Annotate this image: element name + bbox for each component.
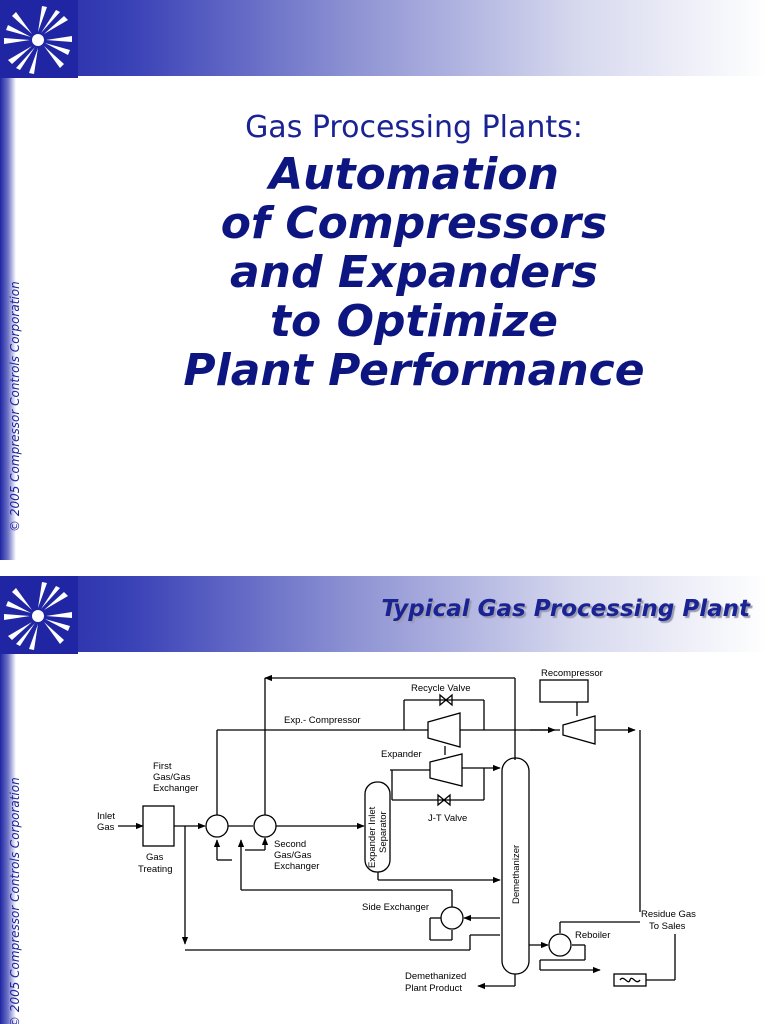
label-gas-gas-2: Gas/Gas [274, 850, 312, 861]
title-line-3: and Expanders [229, 247, 598, 298]
gas-treating-unit [142, 805, 175, 847]
label-jt-valve: J-T Valve [428, 813, 467, 824]
label-recompressor: Recompressor [541, 668, 603, 679]
expander [429, 753, 463, 787]
label-exchanger: Exchanger [153, 783, 198, 794]
header-banner [0, 0, 768, 76]
slide-heading: Typical Gas Processing Plant [381, 596, 750, 622]
label-demethanized: Demethanized [405, 971, 466, 982]
second-exchanger [253, 814, 277, 838]
label-demethanizer: Demethanizer [511, 845, 522, 904]
label-plant-product: Plant Product [405, 983, 462, 994]
label-second: Second [274, 839, 306, 850]
label-gas-gas: Gas/Gas [153, 772, 191, 783]
label-residue-gas: Residue Gas [641, 909, 696, 920]
label-separator: Separator [378, 811, 389, 853]
title-line-5: Plant Performance [183, 345, 645, 396]
side-exchanger [440, 906, 464, 930]
label-expander: Expander [381, 749, 422, 760]
label-reboiler: Reboiler [575, 930, 610, 941]
copyright-text: © 2005 Compressor Controls Corporation [8, 281, 22, 532]
label-gas: Gas [97, 822, 115, 833]
header-banner [0, 576, 768, 652]
title-line-1: Automation [269, 149, 559, 200]
sidebar-stripe [0, 76, 80, 560]
title-slide: © 2005 Compressor Controls Corporation G… [0, 0, 768, 560]
label-gas-treating-1: Gas [146, 852, 164, 863]
title-line-2: of Compressors [220, 198, 608, 249]
process-flow-diagram: Inlet Gas First Gas/Gas Exchanger Gas Tr… [97, 668, 696, 994]
content-area [80, 76, 768, 560]
label-inlet: Inlet [97, 811, 115, 822]
label-exp-compressor: Exp.- Compressor [284, 715, 361, 726]
recompressor-driver [539, 679, 589, 703]
cooler-icon [619, 977, 641, 983]
label-first: First [153, 761, 172, 772]
label-expander-inlet: Expander Inlet [367, 806, 378, 868]
diagram-slide: © 2005 Compressor Controls Corporation T… [0, 576, 768, 1024]
copyright-text: © 2005 Compressor Controls Corporation [8, 777, 22, 1024]
reboiler [548, 933, 572, 957]
label-exchanger-2: Exchanger [274, 861, 319, 872]
first-exchanger [205, 814, 229, 838]
company-logo-icon [0, 0, 78, 78]
jt-valve-icon [437, 793, 451, 807]
company-logo-icon [0, 576, 78, 654]
title-line-4: to Optimize [270, 296, 558, 347]
recompressor [562, 715, 596, 745]
slide-subtitle: Gas Processing Plants: [245, 110, 583, 145]
label-recycle-valve: Recycle Valve [411, 683, 471, 694]
sidebar-stripe [0, 652, 80, 1024]
label-to-sales: To Sales [649, 921, 686, 932]
content-area [80, 652, 768, 1024]
recycle-valve-icon [439, 693, 453, 707]
label-side-exchanger: Side Exchanger [362, 902, 429, 913]
exp-compressor [427, 712, 461, 748]
label-gas-treating-2: Treating [138, 864, 173, 875]
